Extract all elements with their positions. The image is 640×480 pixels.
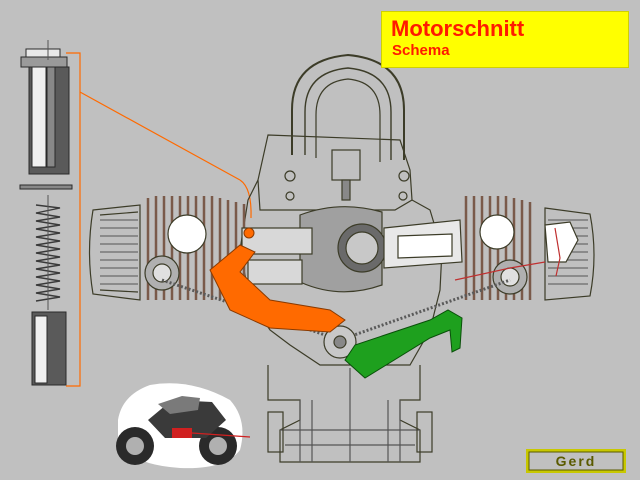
logo-text: Gerd [556, 453, 597, 469]
gerd-logo: Gerd [526, 449, 626, 473]
valve-spring-detail [19, 40, 252, 387]
motorcycle-image [116, 383, 251, 469]
page-title: Motorschnitt [391, 16, 525, 41]
rocker-arm-left [209, 227, 346, 333]
engine-block [88, 53, 595, 463]
fuel-line [454, 227, 561, 281]
page-subtitle: Schema [392, 42, 450, 59]
rocker-arm-right [344, 309, 463, 379]
title-box: Motorschnitt Schema [381, 11, 629, 68]
